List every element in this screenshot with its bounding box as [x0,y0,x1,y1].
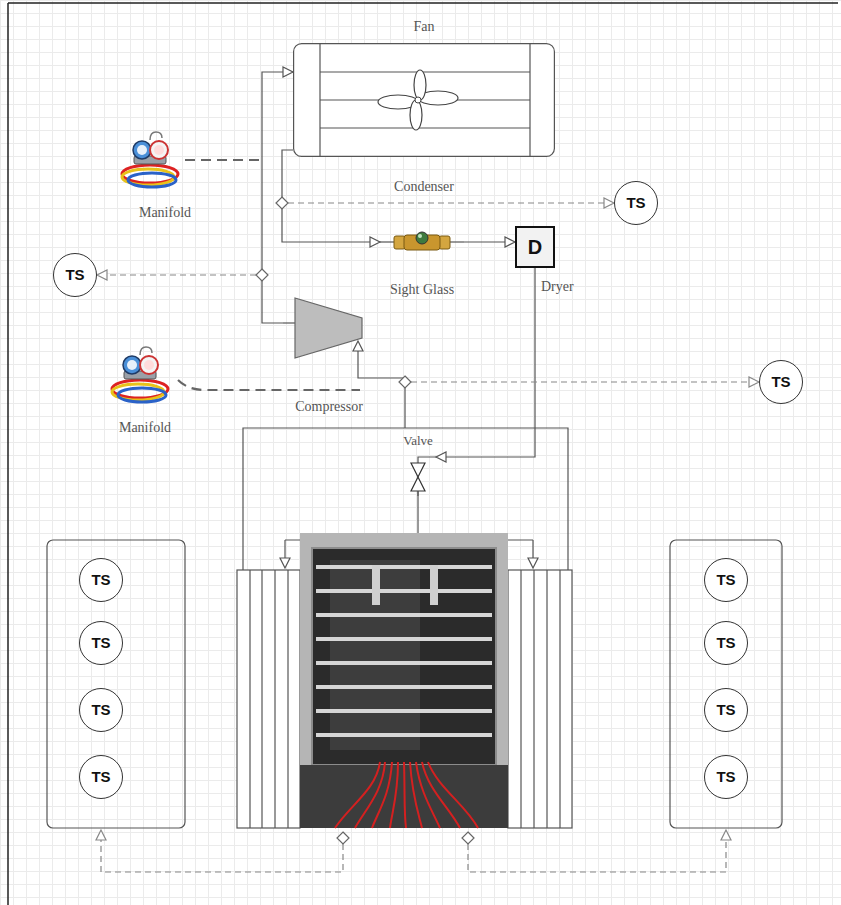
temperature-sensor: TS [79,755,123,799]
drawing-part [417,491,418,496]
sensor-label: TS [91,701,110,719]
temperature-sensor: TS [704,558,748,602]
arrowhead [283,67,293,77]
sensor-panel [47,540,782,828]
component-label: Compressor [295,398,363,416]
drawing-part [410,100,422,130]
expansion-valve: Valve [400,433,436,496]
rack-photo [300,533,508,828]
frame-line [8,3,838,905]
pipe-line [436,300,535,457]
drawing-part [516,227,554,267]
drawing-part [418,234,422,238]
sight-glass-icon [380,226,464,260]
pipe-line [262,72,293,323]
sensor-lead [101,203,749,872]
temperature-sensor: TS [79,558,123,602]
temperature-sensor: TS [704,688,748,732]
drawing-part [294,44,555,157]
sensor-label: TS [91,768,110,786]
part-label: Manifold [139,204,191,222]
temperature-sensor: TS [79,688,123,732]
drawing-part [411,477,425,491]
temperature-sensor: TS [614,181,658,225]
drawing-part [534,268,535,300]
drawing-part [380,241,394,242]
condenser-box: FanCondenser [293,18,555,196]
manifold-icon [112,347,168,402]
drawing-part [295,298,362,358]
sensor-label: TS [771,373,790,391]
sensor-label: TS [626,194,645,212]
sensor-label: TS [716,701,735,719]
drawing-part [283,322,295,323]
pipe-connector [282,150,380,247]
temperature-sensor: TS [704,755,748,799]
temperature-sensor: TS [79,621,123,665]
compressor: Compressor [283,292,375,416]
pipe-connector [464,237,515,247]
drawing-part [415,97,421,103]
temperature-sensor: TS [759,360,803,404]
drawing-part [439,236,450,249]
sensor-label: TS [91,634,110,652]
component-label: D [515,226,555,268]
temperature-sensor: TS [704,621,748,665]
sensor-label: TS [716,571,735,589]
component-label: Dryer [541,278,574,296]
condenser-drawing [293,43,555,157]
sensor-label: TS [716,634,735,652]
drawing-part [411,463,425,477]
drawing-part [450,241,464,242]
pipe-line [282,150,380,242]
temperature-sensor: TS [53,253,97,297]
sensor-label: TS [91,571,110,589]
component-label: Valve [403,433,433,449]
component-label: Fan [414,18,435,36]
sensor-label: TS [716,768,735,786]
drawing-part [394,236,405,249]
drawing-part [418,457,436,463]
drawing-part [416,232,428,244]
dryer-box: D Dryer [515,226,589,300]
sensor-label: TS [65,266,84,284]
part-label: Manifold [119,419,171,437]
manifold-hose [178,380,360,390]
drawing-part [320,71,530,72]
arrowhead [370,237,380,247]
drawing-part [414,70,426,100]
sensor-arrowhead [96,198,759,840]
arrowhead [505,237,515,247]
manifold-icon [122,132,178,187]
fan-symbol [378,70,458,130]
component-label: Condenser [394,178,454,196]
drawing-part [320,127,530,128]
pipe-connector [436,300,535,462]
arrowhead [436,452,446,462]
component-label: Sight Glass [390,281,454,299]
manifold-hose [185,159,262,161]
compressor-symbol [283,292,375,362]
sight-glass: Sight Glass [380,226,464,300]
pipe-connector [262,67,293,323]
